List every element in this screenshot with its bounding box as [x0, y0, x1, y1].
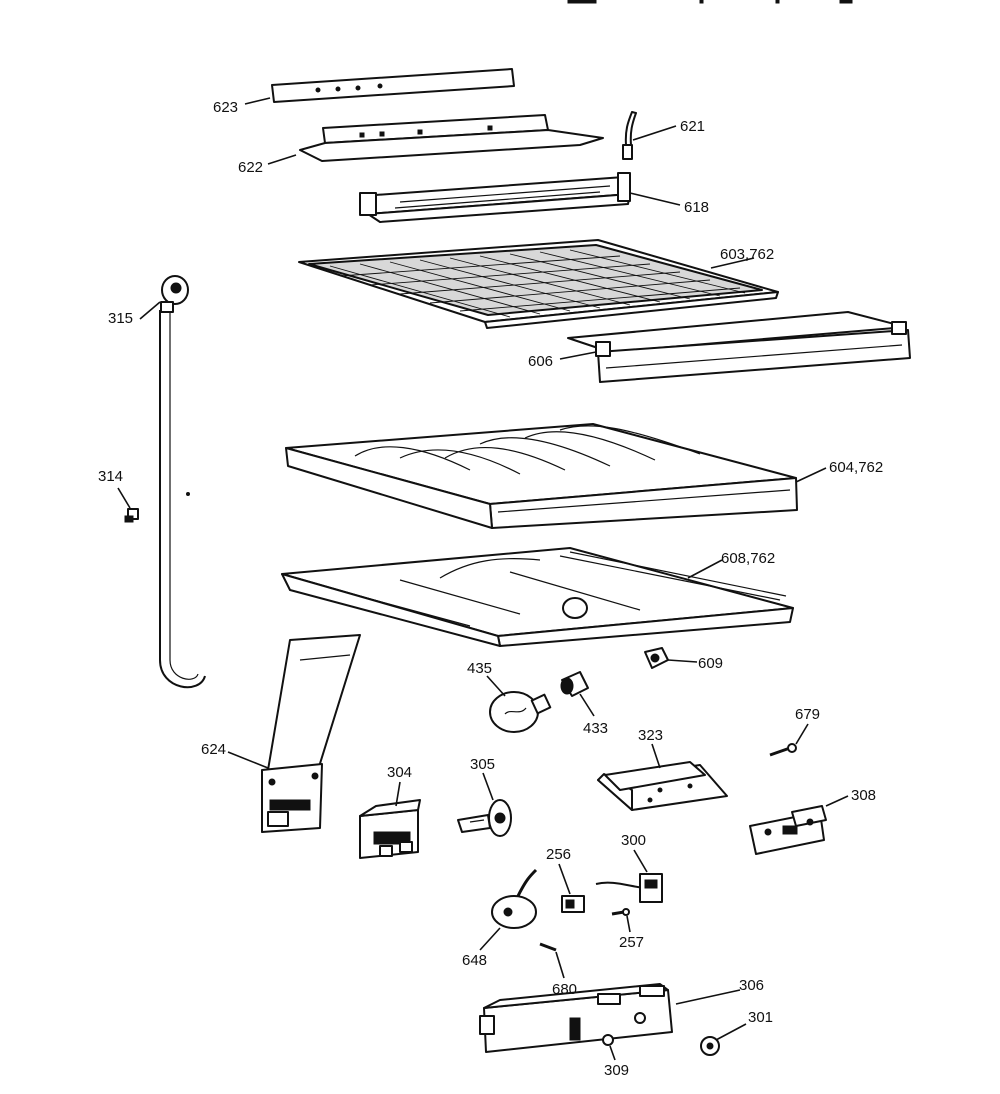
- callout-621: 621: [680, 118, 705, 135]
- callout-315: 315: [108, 310, 133, 327]
- part-314-clip[interactable]: [124, 508, 139, 523]
- part-603-shelf[interactable]: [298, 239, 779, 329]
- part-648-motor[interactable]: [491, 868, 538, 929]
- callout-618: 618: [684, 199, 709, 216]
- part-308-plate[interactable]: [749, 805, 827, 855]
- part-609-knob[interactable]: [644, 647, 669, 669]
- callout-305: 305: [470, 756, 495, 773]
- part-679-screw[interactable]: [769, 743, 797, 757]
- callout-309: 309: [604, 1062, 629, 1079]
- part-624-panel[interactable]: [261, 634, 361, 833]
- callout-314: 314: [98, 468, 123, 485]
- callout-306: 306: [739, 977, 764, 994]
- part-680-screw[interactable]: [539, 942, 557, 952]
- part-435-bulb[interactable]: [489, 691, 552, 733]
- part-618-trim[interactable]: [359, 172, 631, 223]
- callout-624: 624: [201, 741, 226, 758]
- callout-680: 680: [552, 981, 577, 998]
- part-306-bracket[interactable]: [479, 983, 673, 1053]
- part-256-switch[interactable]: [561, 895, 585, 913]
- part-623-strip[interactable]: [271, 68, 515, 103]
- part-315-tube[interactable]: [159, 275, 206, 689]
- part-301-nut[interactable]: [700, 1036, 720, 1056]
- part-257-screw[interactable]: [611, 908, 630, 916]
- callout-608: 608,762: [721, 550, 775, 567]
- callout-609: 609: [698, 655, 723, 672]
- callout-606: 606: [528, 353, 553, 370]
- callout-301: 301: [748, 1009, 773, 1026]
- callout-603: 603,762: [720, 246, 774, 263]
- callout-648: 648: [462, 952, 487, 969]
- part-305-gear[interactable]: [457, 799, 512, 837]
- callout-308: 308: [851, 787, 876, 804]
- callout-433: 433: [583, 720, 608, 737]
- callout-257: 257: [619, 934, 644, 951]
- part-604-shelf[interactable]: [285, 423, 798, 529]
- callout-304: 304: [387, 764, 412, 781]
- callout-604: 604,762: [829, 459, 883, 476]
- callout-623: 623: [213, 99, 238, 116]
- leader-lines: [117, 97, 849, 1061]
- part-621-tube[interactable]: [622, 111, 637, 160]
- cropped-header-marks: [567, 0, 853, 4]
- callout-256: 256: [546, 846, 571, 863]
- part-608-shelf[interactable]: [281, 547, 794, 647]
- callout-622: 622: [238, 159, 263, 176]
- part-323-bracket[interactable]: [597, 761, 728, 811]
- part-304-relay[interactable]: [359, 799, 421, 859]
- callout-300: 300: [621, 832, 646, 849]
- part-300-sensor[interactable]: [595, 873, 663, 903]
- part-622-tray[interactable]: [299, 114, 604, 162]
- part-433-socket[interactable]: [560, 671, 589, 697]
- callout-323: 323: [638, 727, 663, 744]
- callout-679: 679: [795, 706, 820, 723]
- part-606-rail[interactable]: [567, 311, 911, 383]
- callout-labels: 623 622 621 618 603,762 606 315 314 604,…: [98, 99, 883, 1079]
- callout-435: 435: [467, 660, 492, 677]
